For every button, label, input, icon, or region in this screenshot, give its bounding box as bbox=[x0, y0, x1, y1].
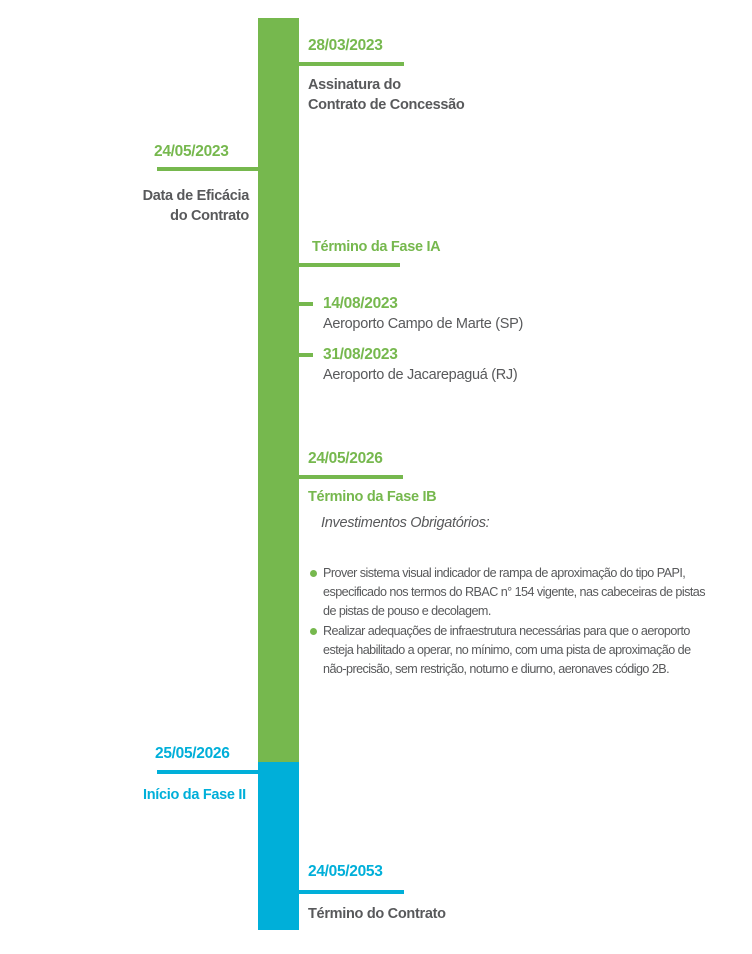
bullet-text-1: Prover sistema visual indicador de rampa… bbox=[323, 564, 706, 622]
tick bbox=[299, 302, 313, 306]
bullet-line: Realizar adequações de infraestrutura ne… bbox=[323, 624, 690, 638]
phase-ia-title: Término da Fase IA bbox=[312, 239, 441, 255]
bullet-icon bbox=[310, 628, 317, 635]
connector bbox=[299, 475, 403, 479]
connector bbox=[157, 770, 258, 774]
bullet-line: de pistas de pouso e decolagem. bbox=[323, 604, 491, 619]
phase-ib-date: 24/05/2026 bbox=[308, 450, 383, 467]
phase-ia-date-2: 31/08/2023 bbox=[323, 346, 398, 363]
bullet-line: esteja habilitado a operar, no mínimo, c… bbox=[323, 643, 691, 658]
end-date: 24/05/2053 bbox=[308, 863, 383, 880]
bullet-line: especificado nos termos do RBAC n° 154 v… bbox=[323, 585, 706, 600]
efficacy-date: 24/05/2023 bbox=[154, 143, 229, 160]
end-title: Término do Contrato bbox=[308, 906, 446, 922]
phase-ii-title: Início da Fase II bbox=[143, 787, 246, 803]
label-line: do Contrato bbox=[170, 208, 249, 224]
label-line: Contrato de Concessão bbox=[308, 97, 465, 113]
bullet-line: não-precisão, sem restrição, noturno e d… bbox=[323, 662, 670, 677]
connector bbox=[157, 167, 258, 171]
signing-date: 28/03/2023 bbox=[308, 37, 383, 54]
phase-ia-airport-1: Aeroporto Campo de Marte (SP) bbox=[323, 316, 524, 332]
phase-ib-title: Término da Fase IB bbox=[308, 489, 437, 505]
label-line: Assinatura do bbox=[308, 77, 401, 93]
phase-ii-date: 25/05/2026 bbox=[155, 745, 230, 762]
connector bbox=[299, 62, 404, 66]
phase-1-bar bbox=[258, 18, 299, 762]
bullet-text-2: Realizar adequações de infraestrutura ne… bbox=[323, 622, 691, 680]
bullet-line: Prover sistema visual indicador de rampa… bbox=[323, 566, 686, 580]
phase-ia-airport-2: Aeroporto de Jacarepaguá (RJ) bbox=[323, 367, 518, 383]
bullet-icon bbox=[310, 570, 317, 577]
phase-ib-subtitle: Investimentos Obrigatórios: bbox=[321, 515, 490, 531]
signing-label: Assinatura do Contrato de Concessão bbox=[308, 75, 465, 115]
label-line: Data de Eficácia bbox=[142, 188, 250, 204]
phase-2-bar bbox=[258, 762, 299, 930]
connector bbox=[299, 890, 404, 894]
tick bbox=[299, 353, 313, 357]
phase-ia-date-1: 14/08/2023 bbox=[323, 295, 398, 312]
efficacy-label: Data de Eficácia do Contrato bbox=[142, 186, 250, 226]
connector bbox=[299, 263, 400, 267]
